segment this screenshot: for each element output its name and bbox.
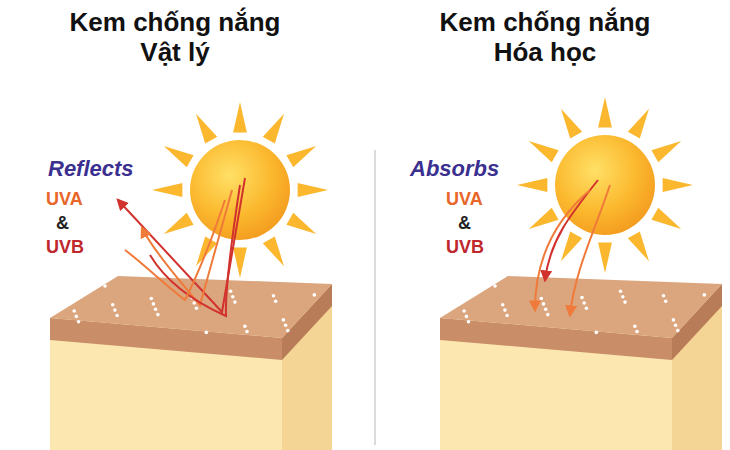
pore <box>103 284 107 288</box>
pore <box>635 330 639 334</box>
pore <box>540 297 544 301</box>
sun <box>555 135 655 235</box>
sun-ray <box>561 231 582 261</box>
pore <box>195 307 199 311</box>
divider <box>374 150 376 445</box>
sun-ray <box>561 109 582 139</box>
sun-ray <box>663 178 693 192</box>
skin-block <box>50 276 332 450</box>
pore <box>313 293 317 297</box>
absorbed-rays <box>535 180 610 315</box>
sun-ray <box>164 213 194 234</box>
pore <box>233 300 237 304</box>
pore <box>75 315 79 319</box>
pore <box>284 324 288 328</box>
pore <box>72 309 76 313</box>
pore <box>231 295 235 299</box>
pore <box>580 296 584 300</box>
effect-label: Reflects <box>48 157 134 181</box>
pore <box>245 330 249 334</box>
amp-label: & <box>56 214 69 234</box>
pore <box>703 293 707 297</box>
panel-title: Kem chống nắng Hóa học <box>425 8 665 68</box>
amp-label: & <box>458 214 471 234</box>
sun-ray <box>263 114 284 144</box>
pore <box>676 329 680 333</box>
sun-rays <box>517 97 693 273</box>
sun-ray <box>651 208 681 229</box>
pore <box>672 318 676 322</box>
sun-ray <box>517 178 547 192</box>
pore <box>467 320 471 324</box>
sun-ray <box>529 208 559 229</box>
skin-block <box>440 276 722 450</box>
pore <box>462 309 466 313</box>
pore <box>282 318 286 322</box>
reflected-rays <box>118 178 245 316</box>
sun-ray <box>598 97 612 127</box>
sun-ray <box>263 236 284 266</box>
sun-ray <box>196 114 217 144</box>
pore <box>205 331 209 335</box>
pore <box>623 300 627 304</box>
sun-ray <box>651 141 681 162</box>
sun-ray <box>298 183 328 197</box>
sun-ray <box>164 146 194 167</box>
pore <box>152 302 156 306</box>
pore <box>664 299 668 303</box>
pore <box>493 284 497 288</box>
sun-ray <box>233 102 247 132</box>
pore <box>582 301 586 305</box>
pore <box>77 320 81 324</box>
pore <box>465 315 469 319</box>
pore <box>505 314 509 318</box>
pore <box>542 302 546 306</box>
sun-ray <box>628 231 649 261</box>
pore <box>674 324 678 328</box>
uv-label: UVA <box>46 190 83 210</box>
pore <box>272 294 276 298</box>
pore <box>154 307 158 311</box>
uv-label: UVB <box>46 238 84 258</box>
sun-ray <box>233 248 247 278</box>
pore <box>546 313 550 317</box>
effect-label: Absorbs <box>410 157 499 181</box>
pore <box>286 329 290 333</box>
sun-ray <box>628 109 649 139</box>
pore <box>633 324 637 328</box>
sun-ray <box>152 183 182 197</box>
pore <box>243 324 247 328</box>
pore <box>113 308 117 312</box>
pore <box>229 290 233 294</box>
pore <box>156 313 160 317</box>
sun-ray <box>286 146 316 167</box>
sun-ray <box>598 243 612 273</box>
pore <box>595 331 599 335</box>
pore <box>501 303 505 307</box>
sun-ray <box>286 213 316 234</box>
skin-pores <box>72 284 706 334</box>
pore <box>150 297 154 301</box>
pore <box>503 308 507 312</box>
pore <box>274 299 278 303</box>
uv-label: UVB <box>446 238 484 258</box>
sun-ray <box>529 141 559 162</box>
pore <box>621 295 625 299</box>
pore <box>544 307 548 311</box>
pore <box>111 303 115 307</box>
pore <box>192 301 196 305</box>
pore <box>619 290 623 294</box>
panel-title: Kem chống nắng Vật lý <box>60 8 290 68</box>
uv-label: UVA <box>446 190 483 210</box>
pore <box>662 294 666 298</box>
pore <box>115 314 119 318</box>
pore <box>585 307 589 311</box>
